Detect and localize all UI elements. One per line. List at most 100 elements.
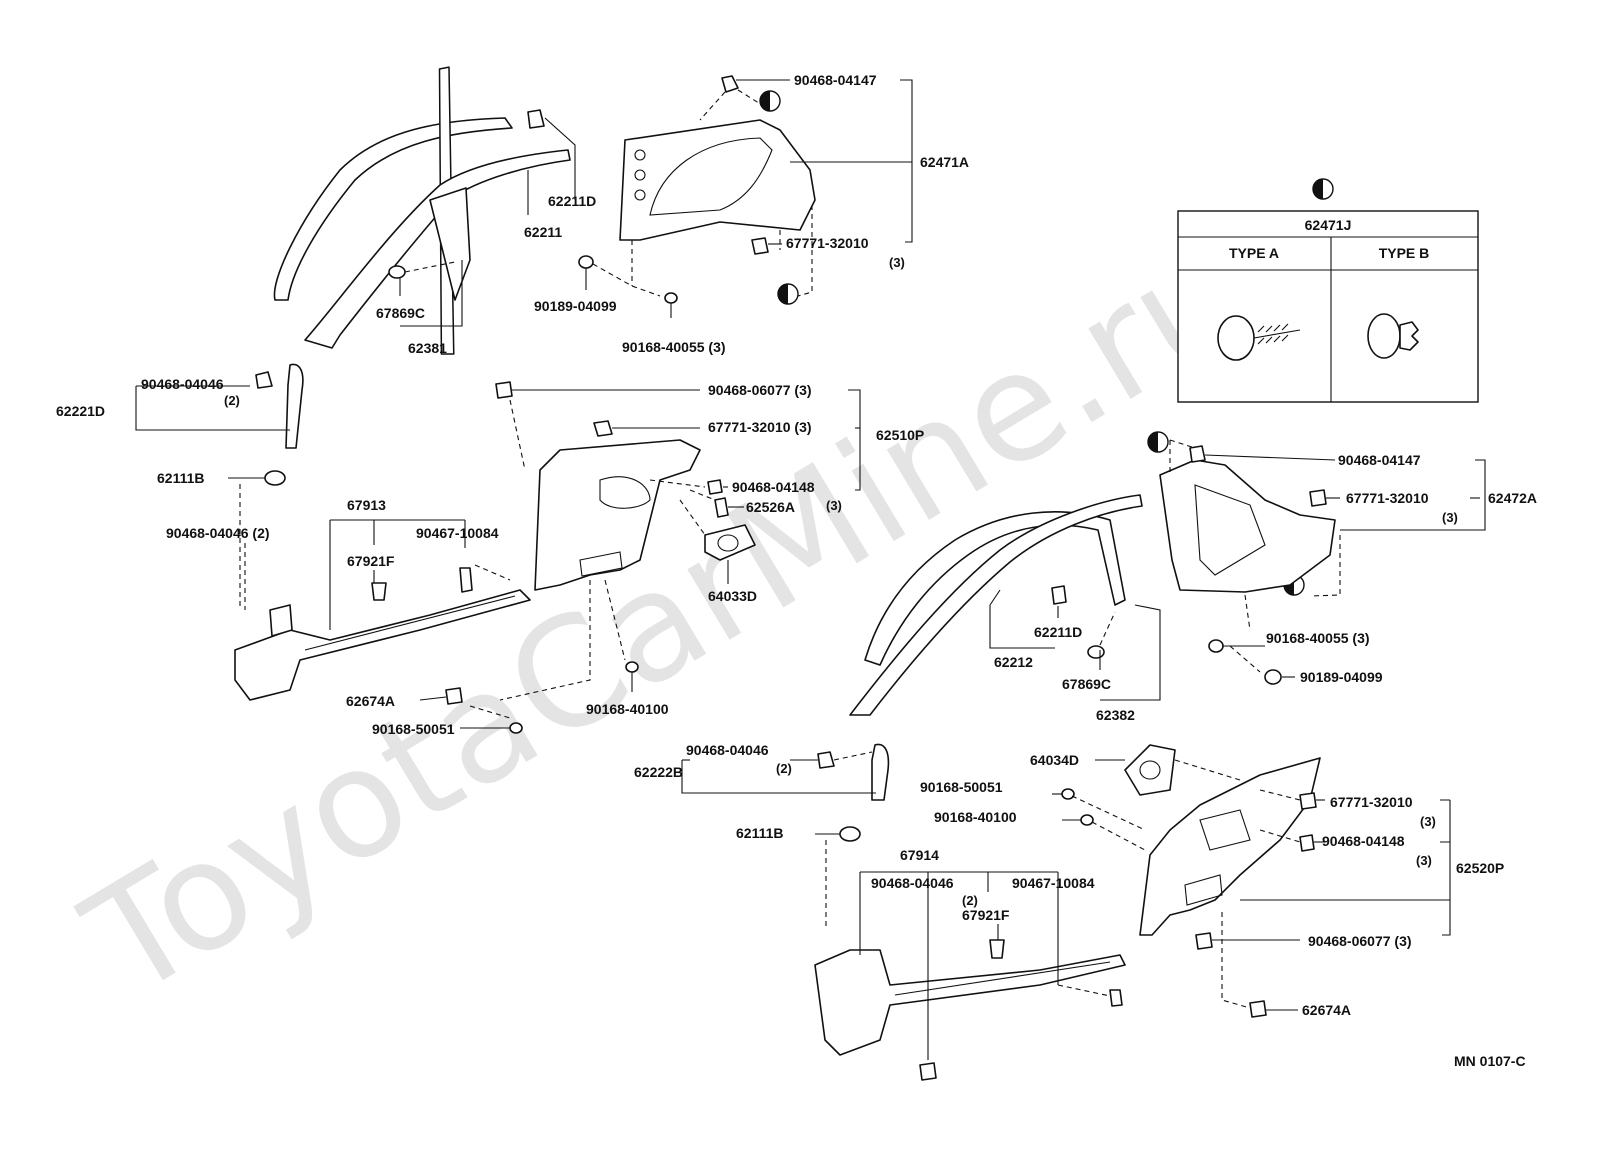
label-90468-04046: 90468-04046 — [141, 376, 224, 392]
part-90468-04147-clip-right — [1189, 445, 1206, 463]
label-62211D: 62211D — [548, 193, 596, 209]
label-90468-06077: 90468-06077 (3) — [1308, 933, 1412, 949]
part-62381-center-pillar-garnish — [304, 149, 571, 349]
label-67869C: 67869C — [1062, 676, 1111, 692]
part-90468-04046-clip-left — [255, 371, 273, 389]
label-67869C: 67869C — [376, 305, 425, 321]
watermark: ToyotaCarMine.ru — [58, 207, 1272, 1032]
label-62510P: 62510P — [876, 427, 924, 443]
part-90168-50051-screw-right — [1061, 788, 1075, 800]
leader-lines-bottom — [681, 751, 1451, 1060]
label-90468-04148: 90468-04148 — [732, 479, 815, 495]
label-64034D: 64034D — [1030, 752, 1079, 768]
part-90189-04099-nut-top — [578, 255, 594, 269]
label-90168-50051: 90168-50051 — [920, 779, 1003, 795]
part-90468-04147-clip-top — [721, 75, 739, 93]
part-62212-roof-side-trim — [864, 511, 1126, 666]
label-qty: (2) — [776, 761, 792, 776]
label-62471A: 62471A — [920, 154, 969, 170]
part-62471A-quarter-trim — [619, 119, 816, 241]
part-67921F-clip-right — [989, 939, 1005, 959]
label-62211D: 62211D — [1034, 624, 1082, 640]
part-62211D-clip-right — [1051, 585, 1067, 605]
part-62674A-clip-left — [445, 687, 463, 705]
part-62221D-pillar-trim — [285, 363, 304, 449]
part-90168-50051-screw-left — [509, 722, 523, 734]
part-90168-40100-screw-right — [1080, 814, 1094, 826]
label-90168-50051: 90168-50051 — [372, 721, 455, 737]
part-90189-04099-nut-right — [1264, 669, 1282, 685]
label-67771-32010: 67771-32010 (3) — [708, 419, 812, 435]
part-62520P-quarter-panel — [1139, 757, 1321, 936]
label-qty: (3) — [1420, 814, 1436, 829]
label-64033D: 64033D — [708, 588, 757, 604]
label-62221D: 62221D — [56, 403, 105, 419]
part-62111B-clip-left — [264, 470, 286, 486]
label-qty: (3) — [889, 255, 905, 270]
part-62472A-quarter-trim — [1159, 459, 1336, 593]
part-67869C-clip-left — [388, 265, 406, 279]
part-90468-06077-clip-low — [1195, 932, 1213, 950]
label-90189-04099: 90189-04099 — [534, 298, 617, 314]
label-90467-10084: 90467-10084 — [416, 525, 499, 541]
part-62382-roof-side-rail — [849, 494, 1143, 716]
label-62674A: 62674A — [346, 693, 395, 709]
part-62510P-quarter-panel — [534, 439, 701, 591]
part-67913-scuff-plate — [234, 589, 531, 701]
half-circle-marker-icon — [759, 90, 1334, 596]
label-90467-10084: 90467-10084 — [1012, 875, 1095, 891]
label-62382: 62382 — [1096, 707, 1135, 723]
part-90467-10084-clip-right — [1109, 989, 1123, 1007]
legend-62471J: 62471J TYPE A TYPE B — [1177, 210, 1479, 403]
label-62111B: 62111B — [736, 825, 784, 841]
label-90468-04046: 90468-04046 — [686, 742, 769, 758]
part-67771-32010-clip-top — [751, 237, 769, 255]
legend-title: 62471J — [1305, 217, 1352, 233]
part-67921F-clip-left — [371, 582, 387, 601]
label-90468-04147: 90468-04147 — [794, 72, 877, 88]
part-67869C-clip-right — [1087, 645, 1105, 659]
label-90189-04099: 90189-04099 — [1300, 669, 1383, 685]
part-67771-32010-clip-mid — [593, 420, 613, 437]
label-62111B: 62111B — [157, 470, 205, 486]
part-90468-04046-clip-low — [919, 1062, 937, 1081]
label-90468-04148: 90468-04148 — [1322, 833, 1405, 849]
type-b-clip-icon — [1367, 313, 1419, 359]
label-62222B: 62222B — [634, 764, 683, 780]
label-90168-40100: 90168-40100 — [934, 809, 1017, 825]
part-90168-40100-screw-left — [625, 661, 639, 673]
label-62211: 62211 — [524, 224, 562, 240]
part-62111B-clip-right — [839, 826, 861, 842]
diagram-code: MN 0107-C — [1454, 1053, 1526, 1069]
legend-type-b: TYPE B — [1379, 245, 1430, 261]
part-90468-04148-clip-low — [1299, 834, 1315, 852]
part-67771-32010-clip-low — [1299, 792, 1317, 810]
part-62211D-clip-top — [527, 109, 545, 129]
label-qty: (3) — [826, 498, 842, 513]
label-67771-32010: 67771-32010 — [1346, 490, 1429, 506]
label-qty: (2) — [224, 393, 240, 408]
label-67771-32010: 67771-32010 — [786, 235, 869, 251]
label-62472A: 62472A — [1488, 490, 1537, 506]
label-62674A: 62674A — [1302, 1002, 1351, 1018]
label-62212: 62212 — [994, 654, 1033, 670]
label-62381: 62381 — [408, 340, 447, 356]
part-62526A-cap — [714, 497, 729, 518]
label-90168-40100: 90168-40100 — [586, 701, 669, 717]
leader-lines-top — [399, 79, 913, 327]
part-62222B-pillar-trim — [871, 743, 890, 801]
part-64033D-vent — [704, 524, 756, 561]
label-90468-04046: 90468-04046 (2) — [166, 525, 270, 541]
label-67921F: 67921F — [347, 553, 395, 569]
part-90168-40055-screw-top — [664, 292, 678, 304]
part-labels: 90468-04147 62471A 62211D 62211 67771-32… — [56, 72, 1537, 1069]
label-90168-40055: 90168-40055 (3) — [1266, 630, 1370, 646]
label-qty: (3) — [1442, 510, 1458, 525]
label-90468-04046: 90468-04046 — [871, 875, 954, 891]
leader-lines-right-mid — [989, 439, 1486, 701]
part-90468-06077-clip-mid — [495, 381, 513, 399]
part-90168-40055-screw-right — [1208, 639, 1224, 653]
label-67913: 67913 — [347, 497, 386, 513]
label-90168-40055: 90168-40055 (3) — [622, 339, 726, 355]
